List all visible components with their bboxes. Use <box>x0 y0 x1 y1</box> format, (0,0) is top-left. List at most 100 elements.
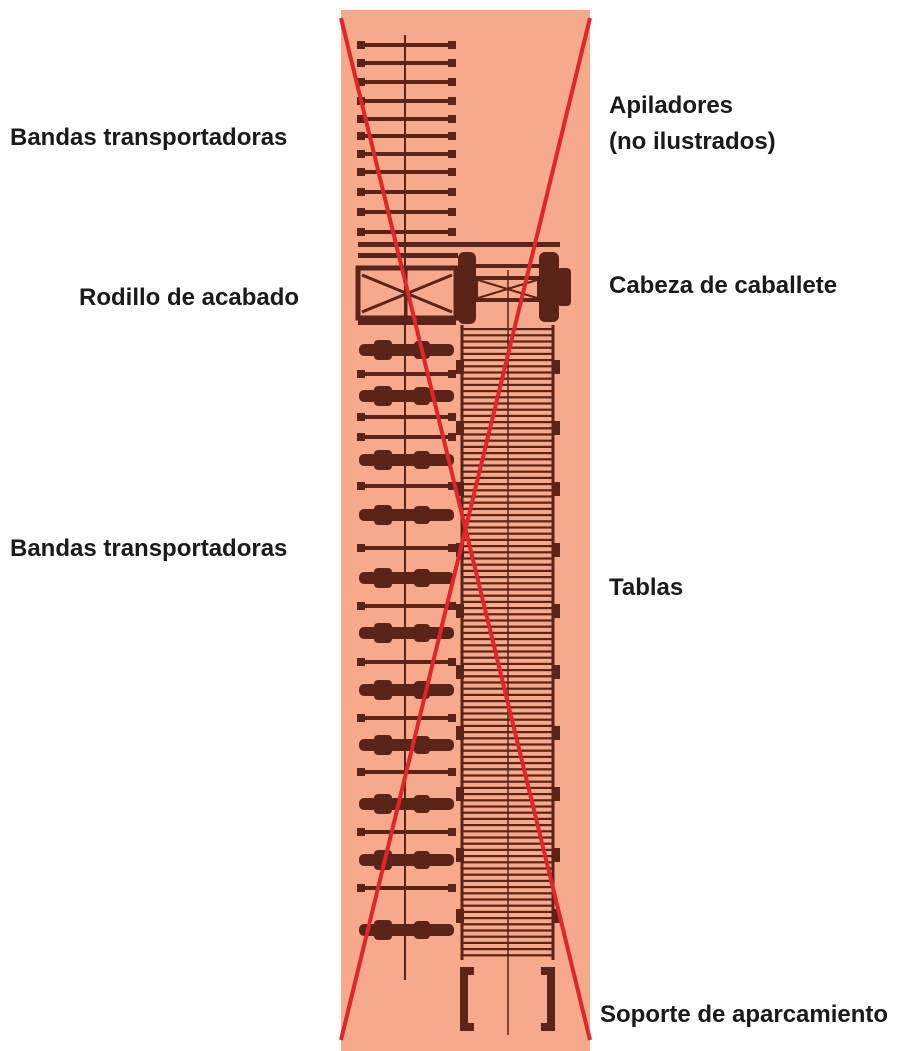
label-trestle-head: Cabeza de caballete <box>609 272 838 299</box>
board-28 <box>463 495 553 498</box>
board-98 <box>463 929 553 932</box>
conveyor-top-roller-8 <box>361 170 454 174</box>
conveyor-top-roller-8-end-right <box>448 168 456 176</box>
board-31 <box>463 514 553 517</box>
board-75 <box>463 786 553 789</box>
conveyor-bottom-roller-19-end-right <box>448 828 456 836</box>
board-16 <box>463 421 553 424</box>
board-14 <box>463 408 553 411</box>
conveyor-bottom-roller-4-end-left <box>357 413 365 421</box>
board-bracket-left-10 <box>456 909 464 923</box>
board-bracket-right-7 <box>552 726 560 740</box>
board-bracket-right-10 <box>552 909 560 923</box>
board-41 <box>463 576 553 579</box>
label-boards: Tablas <box>609 574 684 601</box>
trestle-top-bar <box>458 264 558 268</box>
board-66 <box>463 731 553 734</box>
conveyor-bottom-roller-11-end-right <box>448 602 456 610</box>
board-35 <box>463 538 553 541</box>
board-17 <box>463 427 553 430</box>
boards-column <box>456 270 560 1035</box>
board-bracket-right-2 <box>552 421 560 435</box>
board-99 <box>463 935 553 938</box>
board-65 <box>463 724 553 727</box>
board-57 <box>463 675 553 678</box>
board-34 <box>463 532 553 535</box>
conveyor-top-roller-4 <box>361 99 454 103</box>
conveyor-top-roller-3-end-left <box>357 78 365 86</box>
board-9 <box>463 377 553 380</box>
trestle-motor <box>557 268 571 306</box>
board-2 <box>463 334 553 337</box>
parking-stand-left <box>460 967 474 1031</box>
board-7 <box>463 365 553 368</box>
board-32 <box>463 520 553 523</box>
board-bracket-left-2 <box>456 421 464 435</box>
board-bracket-left-1 <box>456 360 464 374</box>
conveyor-top-roller-1-end-right <box>448 41 456 49</box>
board-48 <box>463 619 553 622</box>
board-37 <box>463 551 553 554</box>
conveyor-top-roller-7 <box>361 152 454 156</box>
cross-out-mark <box>339 17 592 1041</box>
board-64 <box>463 718 553 721</box>
conveyor-top-roller-2-end-right <box>448 59 456 67</box>
board-97 <box>463 923 553 926</box>
conveyor-bottom-roller-18-hub-left <box>374 794 392 814</box>
board-90 <box>463 879 553 882</box>
board-23 <box>463 464 553 467</box>
board-51 <box>463 638 553 641</box>
board-95 <box>463 910 553 913</box>
label-conveyors-top: Bandas transportadoras <box>10 124 288 151</box>
conveyor-top-roller-11 <box>361 230 454 234</box>
board-bracket-right-5 <box>552 604 560 618</box>
board-38 <box>463 557 553 560</box>
board-70 <box>463 755 553 758</box>
conveyor-bottom-roller-6-hub-right <box>414 451 430 469</box>
board-80 <box>463 817 553 820</box>
board-3 <box>463 340 553 343</box>
conveyor-top-roller-9 <box>361 190 454 194</box>
conveyor-bottom-roller-19 <box>361 830 454 834</box>
conveyor-bottom-roller-10-hub-left <box>374 568 392 588</box>
board-11 <box>463 390 553 393</box>
conveyor-bottom-roller-15-end-left <box>357 714 365 722</box>
conveyor-bottom-roller-2 <box>361 372 454 376</box>
board-18 <box>463 433 553 436</box>
conveyor-bottom-roller-21 <box>361 886 454 890</box>
board-29 <box>463 501 553 504</box>
conveyor-bottom-roller-2-end-left <box>357 370 365 378</box>
board-20 <box>463 445 553 448</box>
conveyor-top-roller-7-end-right <box>448 150 456 158</box>
board-26 <box>463 483 553 486</box>
conveyor-bottom-roller-13-end-left <box>357 658 365 666</box>
conveyor-bottom-roller-18 <box>359 798 454 810</box>
board-15 <box>463 414 553 417</box>
conveyor-top-roller-10-end-right <box>448 208 456 216</box>
board-92 <box>463 892 553 895</box>
conveyor-bottom-roller-3-hub-right <box>414 387 430 405</box>
conveyor-bottom-roller-8-hub-left <box>374 505 392 525</box>
board-43 <box>463 588 553 591</box>
label-conveyors-bottom: Bandas transportadoras <box>10 535 288 562</box>
board-44 <box>463 594 553 597</box>
conveyor-top-roller-4-end-right <box>448 97 456 105</box>
board-88 <box>463 867 553 870</box>
conveyor-bottom-roller-22-hub-left <box>374 920 392 940</box>
conveyor-bottom-roller-12-hub-right <box>414 624 430 642</box>
board-72 <box>463 768 553 771</box>
conveyor-bottom-roller-13 <box>361 660 454 664</box>
conveyor-bottom-roller-7-end-right <box>448 482 456 490</box>
conveyor-bottom-roller-2-end-right <box>448 370 456 378</box>
conveyor-bottom-roller-8-hub-right <box>414 506 430 524</box>
board-89 <box>463 873 553 876</box>
conveyor-top-roller-1 <box>361 43 454 47</box>
trestle-left-post <box>458 252 476 324</box>
conveyor-bottom-roller-14 <box>359 684 454 696</box>
conveyor-top-roller-1-end-left <box>357 41 365 49</box>
conveyor-bottom-roller-16-hub-left <box>374 735 392 755</box>
board-40 <box>463 569 553 572</box>
conveyor-top-roller-8-end-left <box>357 168 365 176</box>
board-87 <box>463 861 553 864</box>
board-12 <box>463 396 553 399</box>
